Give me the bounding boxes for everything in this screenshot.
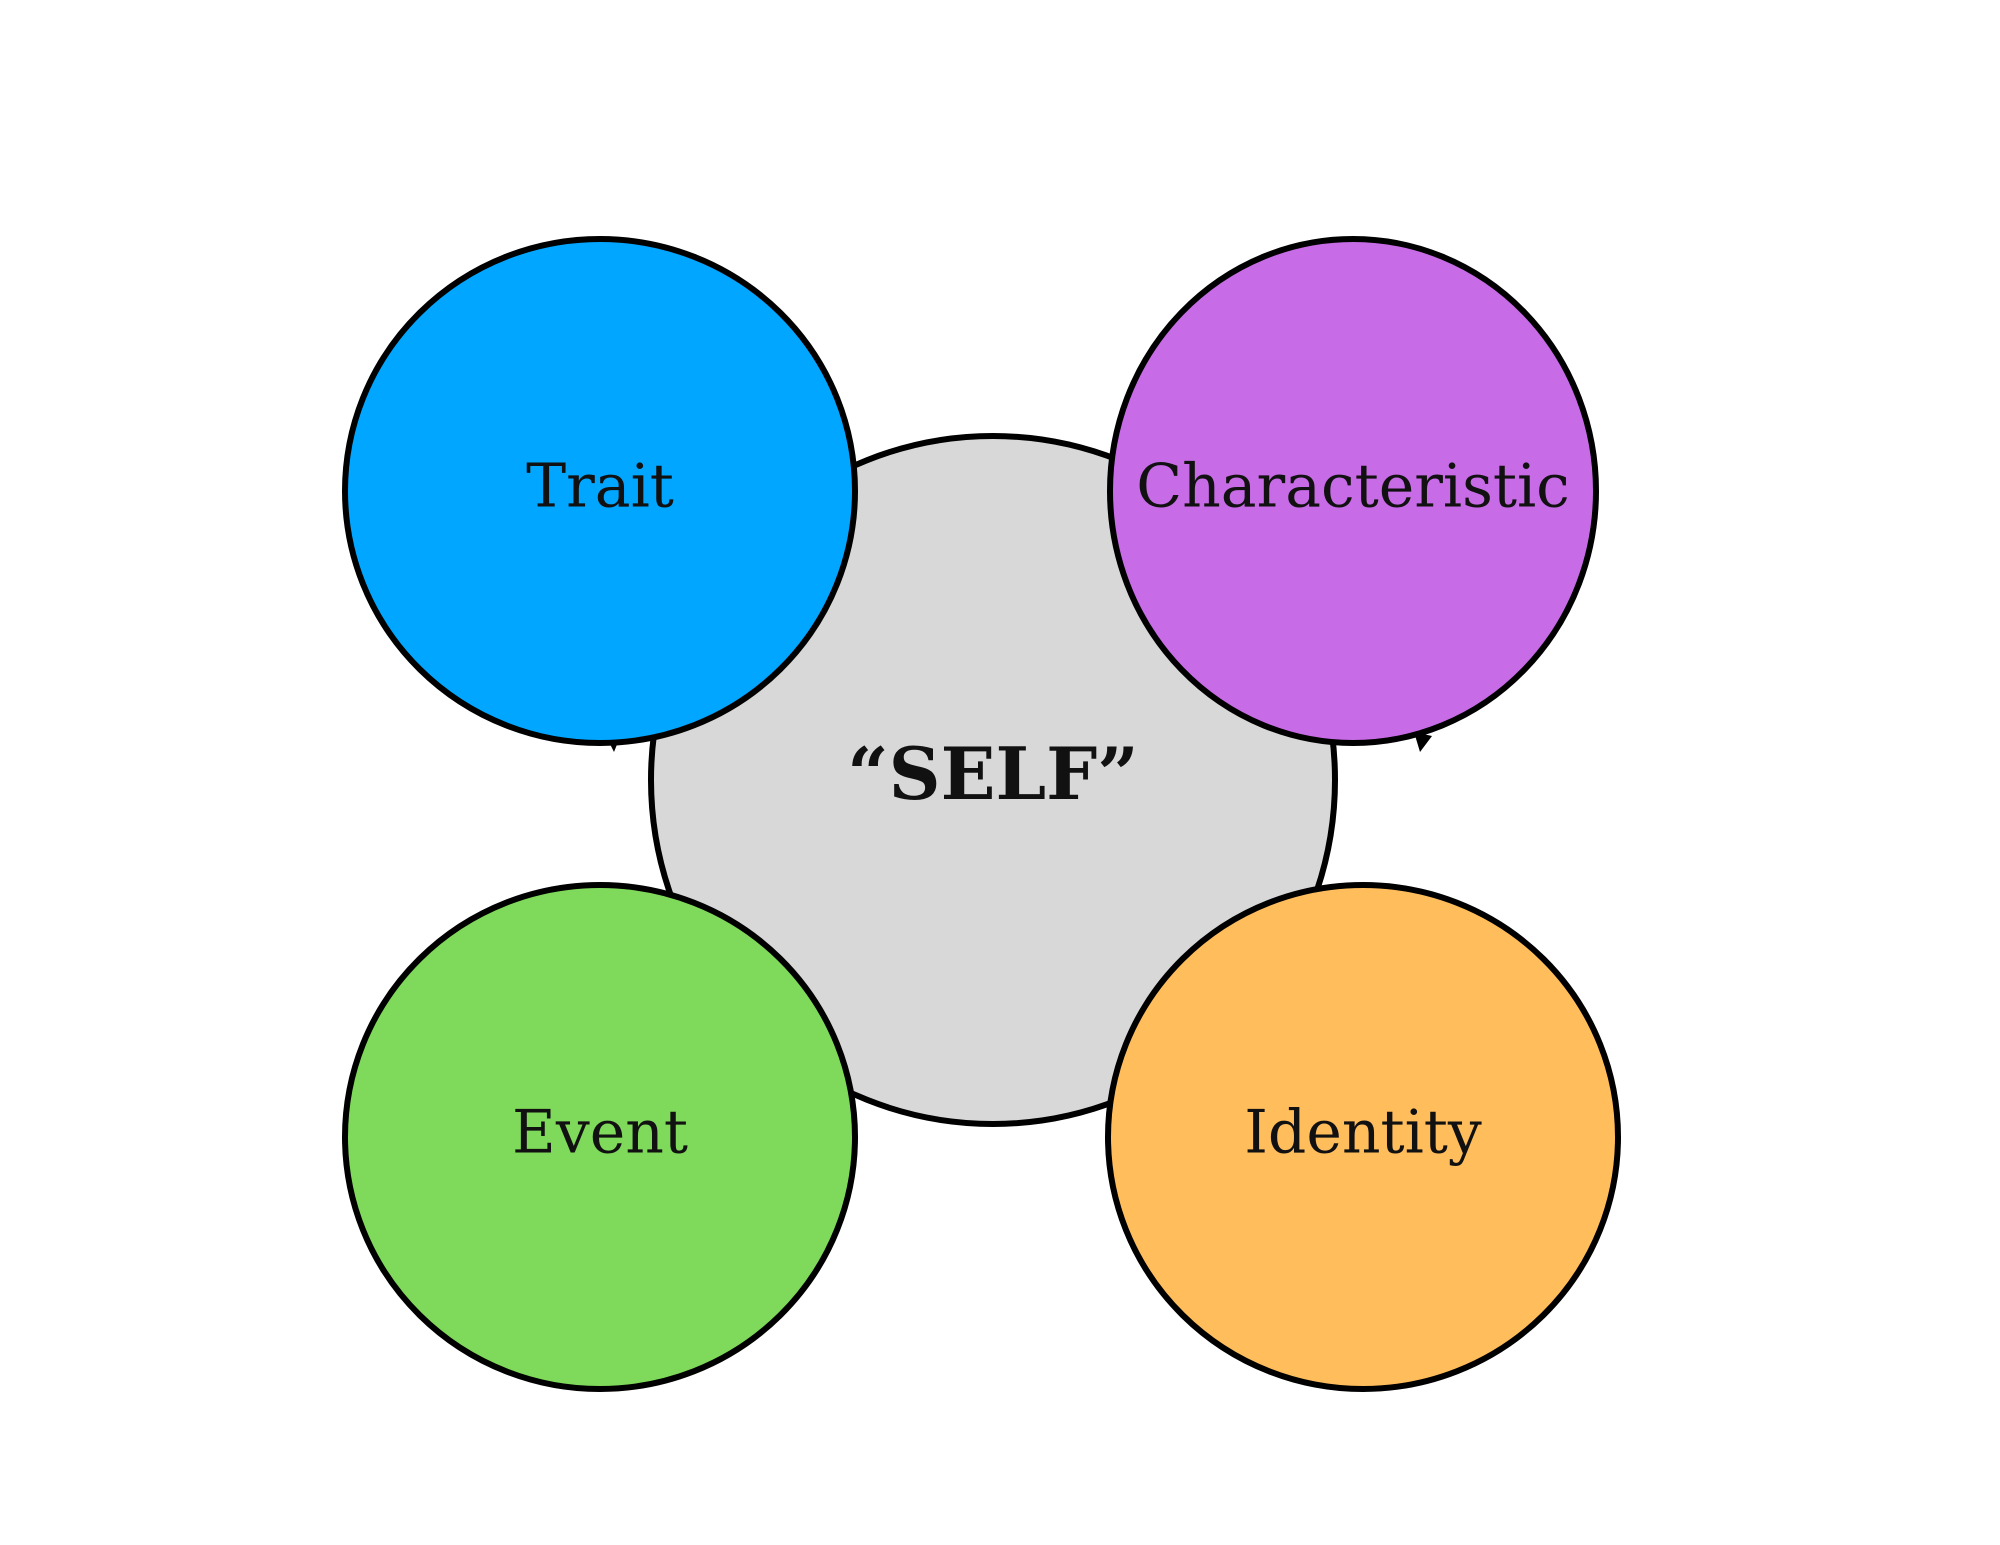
identity-label: Identity bbox=[1244, 1098, 1482, 1168]
trait-node: Trait bbox=[342, 236, 858, 746]
trait-label: Trait bbox=[526, 452, 674, 522]
identity-node: Identity bbox=[1105, 882, 1621, 1392]
connector-tip-characteristic bbox=[1414, 732, 1432, 752]
event-node: Event bbox=[342, 882, 858, 1392]
center-label: “SELF” bbox=[847, 731, 1138, 816]
characteristic-node: Characteristic bbox=[1107, 236, 1599, 746]
event-label: Event bbox=[512, 1098, 688, 1168]
event-circle bbox=[342, 882, 858, 1392]
identity-circle bbox=[1105, 882, 1621, 1392]
characteristic-circle bbox=[1107, 236, 1599, 746]
trait-circle bbox=[342, 236, 858, 746]
characteristic-label: Characteristic bbox=[1136, 452, 1570, 522]
